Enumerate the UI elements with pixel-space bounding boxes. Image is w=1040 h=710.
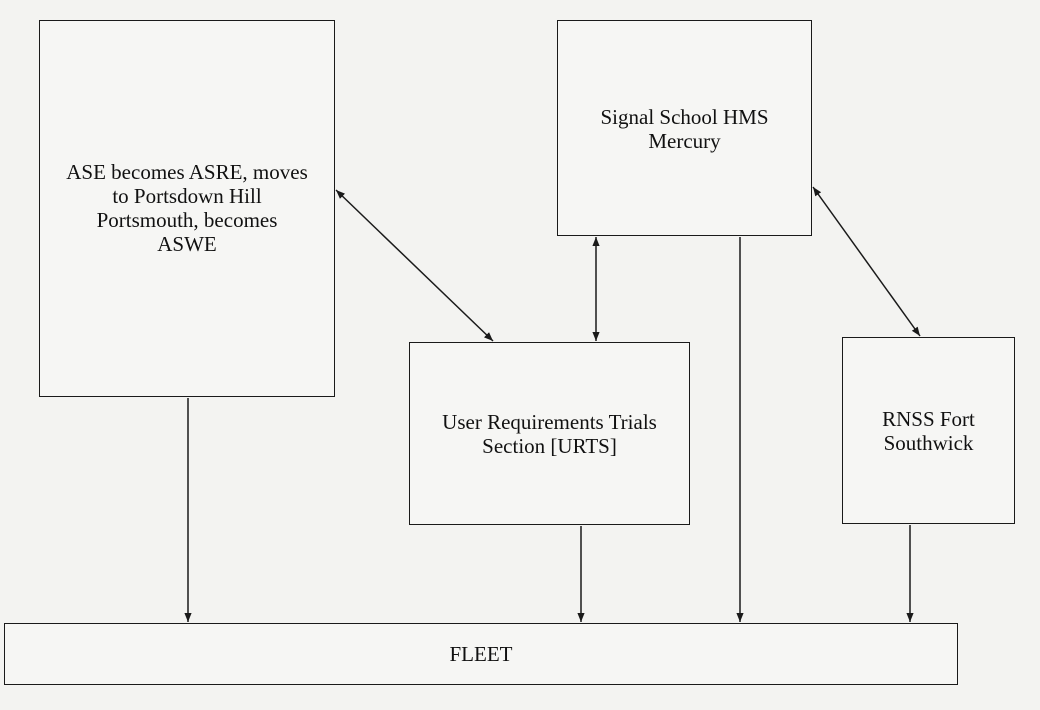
node-ase-asre-aswe: ASE becomes ASRE, moves to Portsdown Hil… [39, 20, 335, 397]
node-fleet-label: FLEET [449, 642, 513, 666]
node-urts-label: User Requirements Trials Section [URTS] [442, 409, 657, 458]
edge-signal-rnss [812, 186, 921, 337]
node-urts: User Requirements Trials Section [URTS] [409, 342, 690, 525]
node-rnss: RNSS Fort Southwick [842, 337, 1015, 524]
node-ase-label: ASE becomes ASRE, moves to Portsdown Hil… [66, 160, 308, 256]
node-signal-school: Signal School HMS Mercury [557, 20, 812, 236]
node-fleet: FLEET [4, 623, 958, 685]
edge-ase-urts [335, 189, 494, 342]
node-signal-school-label: Signal School HMS Mercury [600, 105, 769, 153]
node-rnss-label: RNSS Fort Southwick [882, 406, 975, 455]
